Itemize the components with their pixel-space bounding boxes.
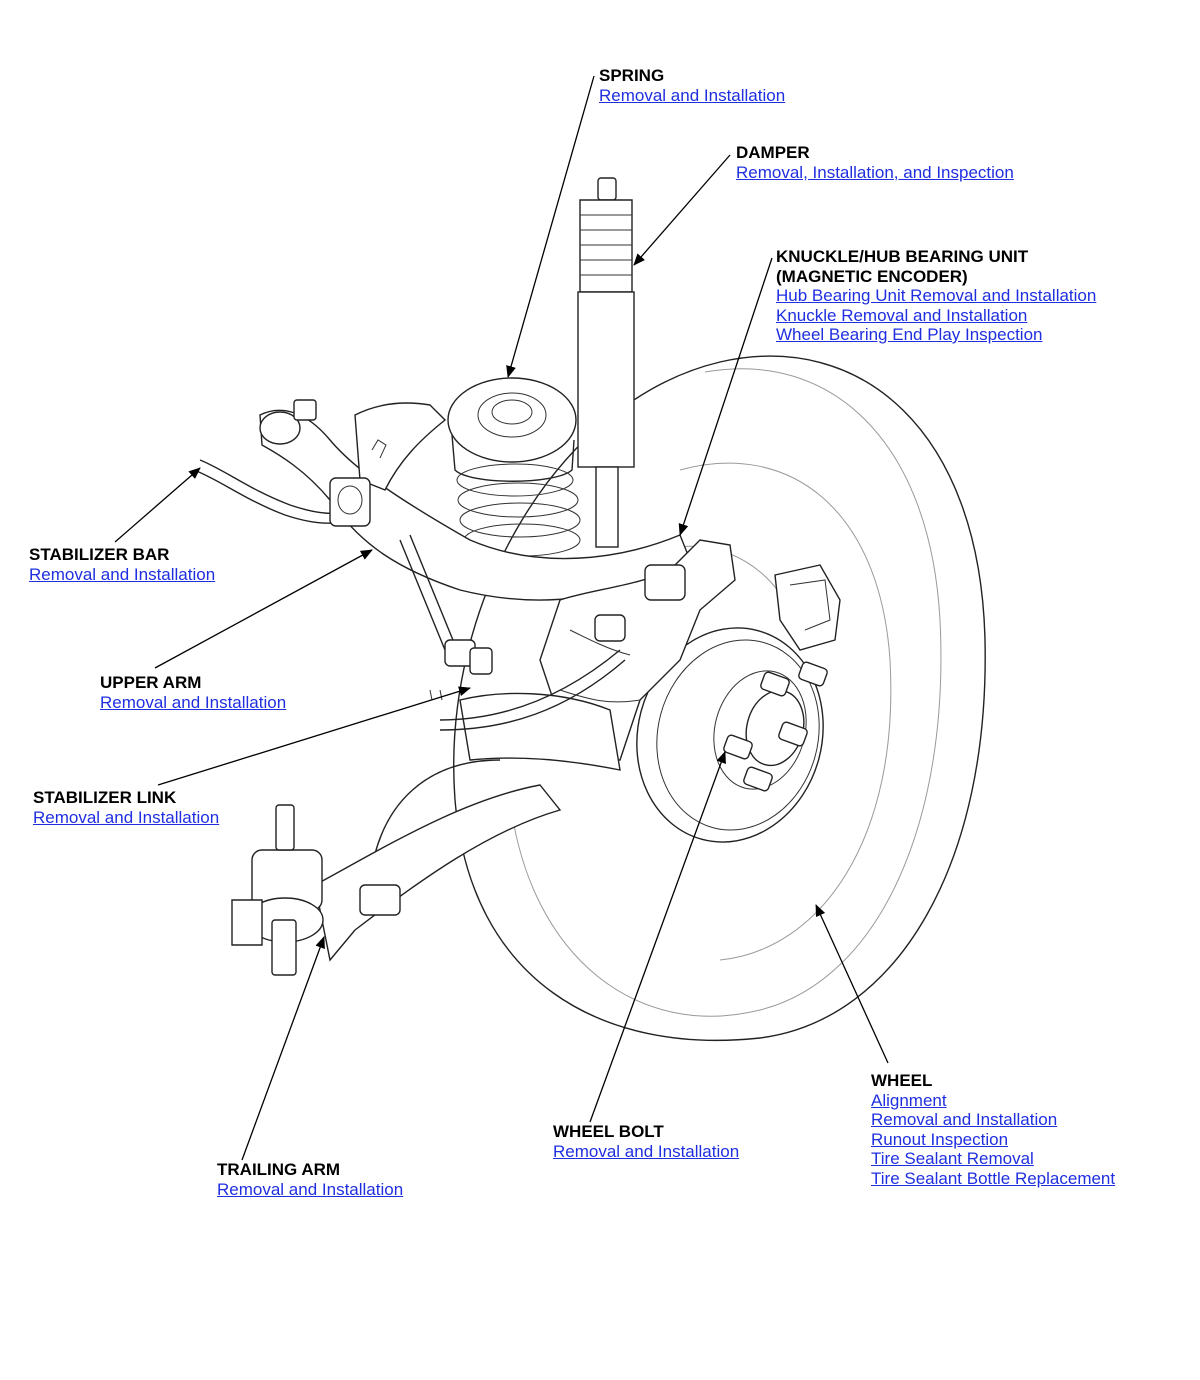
callout-trailing-arm: TRAILING ARM Removal and Installation <box>217 1160 403 1199</box>
trailing-arm-drawing <box>231 784 562 976</box>
knuckle-title-line2: (MAGNETIC ENCODER) <box>776 266 968 286</box>
trailing-arm-removal-link[interactable]: Removal and Installation <box>217 1179 404 1199</box>
stabilizer-link-drawing <box>399 534 493 701</box>
callout-spring: SPRING Removal and Installation <box>599 66 785 105</box>
lower-linkage-drawing <box>369 649 626 881</box>
callout-wheel-bolt: WHEEL BOLT Removal and Installation <box>553 1122 739 1161</box>
spring-title: SPRING <box>599 66 665 85</box>
wheel-runout-link[interactable]: Runout Inspection <box>871 1129 1009 1149</box>
wheel-alignment-link[interactable]: Alignment <box>871 1090 947 1110</box>
wheel-bolts-drawing <box>723 661 828 792</box>
trailing-arm-title: TRAILING ARM <box>217 1160 341 1179</box>
stabilizer-link-title: STABILIZER LINK <box>33 788 177 807</box>
damper-drawing <box>577 177 635 548</box>
wheel-bolt-title: WHEEL BOLT <box>553 1122 664 1141</box>
wheel-removal-link[interactable]: Removal and Installation <box>871 1110 1058 1129</box>
callout-damper: DAMPER Removal, Installation, and Inspec… <box>736 143 1014 182</box>
upper-arm-removal-link[interactable]: Removal and Installation <box>100 692 287 712</box>
callout-upper-arm: UPPER ARM Removal and Installation <box>100 673 286 712</box>
stabilizer-link-removal-link[interactable]: Removal and Installation <box>33 807 220 827</box>
leader-lines <box>114 75 889 1161</box>
callout-knuckle: KNUCKLE/HUB BEARING UNIT (MAGNETIC ENCOD… <box>776 247 1096 345</box>
knuckle-title-line1: KNUCKLE/HUB BEARING UNIT <box>776 247 1029 266</box>
wheel-title: WHEEL <box>871 1071 933 1090</box>
upper-arm-drawing <box>259 399 691 601</box>
damper-title: DAMPER <box>736 143 810 162</box>
callout-stabilizer-bar: STABILIZER BAR Removal and Installation <box>29 545 215 584</box>
hub-bearing-removal-link[interactable]: Hub Bearing Unit Removal and Installatio… <box>776 286 1097 305</box>
upper-arm-title: UPPER ARM <box>100 673 202 692</box>
spring-drawing <box>447 377 581 557</box>
wheel-bearing-end-play-link[interactable]: Wheel Bearing End Play Inspection <box>776 325 1043 344</box>
wheel-bolt-removal-link[interactable]: Removal and Installation <box>553 1141 740 1161</box>
damper-removal-link[interactable]: Removal, Installation, and Inspection <box>736 162 1014 182</box>
callout-wheel: WHEEL Alignment Removal and Installation… <box>871 1071 1115 1188</box>
stabilizer-bar-removal-link[interactable]: Removal and Installation <box>29 564 216 584</box>
tire-sealant-bottle-link[interactable]: Tire Sealant Bottle Replacement <box>871 1168 1116 1188</box>
knuckle-removal-link[interactable]: Knuckle Removal and Installation <box>776 305 1028 325</box>
callout-stabilizer-link: STABILIZER LINK Removal and Installation <box>33 788 219 827</box>
tire-sealant-removal-link[interactable]: Tire Sealant Removal <box>871 1149 1034 1168</box>
spring-removal-link[interactable]: Removal and Installation <box>599 85 786 105</box>
stabilizer-bar-title: STABILIZER BAR <box>29 545 170 564</box>
